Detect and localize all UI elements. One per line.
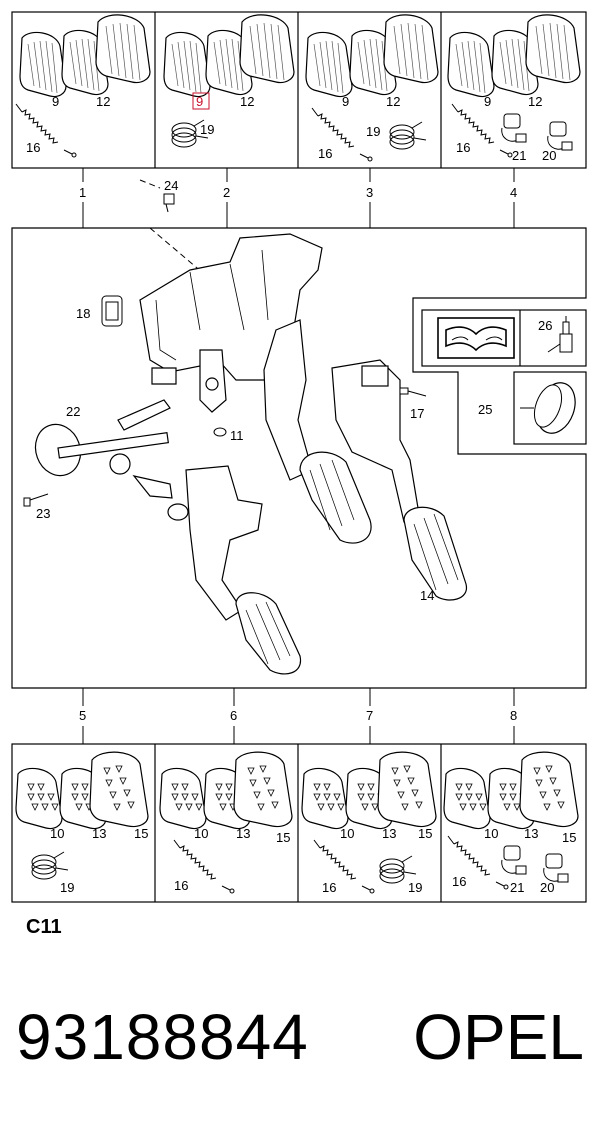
label-12: 12 [528, 94, 542, 109]
callout-4: 4 [510, 185, 517, 200]
label-19: 19 [60, 880, 74, 895]
label-10: 10 [484, 826, 498, 841]
label-9: 9 [342, 94, 349, 109]
top-panel-4: 9 12 16 21 20 [447, 14, 581, 163]
label-25: 25 [478, 402, 492, 417]
label-10: 10 [340, 826, 354, 841]
pivot-shaft [34, 399, 189, 521]
label-9: 9 [52, 94, 59, 109]
label-13: 13 [524, 826, 538, 841]
bottom-panel-5: 10 13 15 19 [15, 751, 149, 895]
top-callouts [82, 168, 515, 228]
callout-7: 7 [366, 708, 373, 723]
top-panel-3: 9 12 16 19 [305, 14, 439, 162]
part-number: 93188844 [16, 1001, 309, 1073]
label-17: 17 [410, 406, 424, 421]
clip-24-icon [163, 193, 175, 213]
brake-pedal-arm [263, 319, 372, 544]
main-frame [11, 227, 587, 689]
grease-tube-icon [547, 316, 573, 353]
aux-boxes [421, 309, 587, 445]
label-19: 19 [366, 124, 380, 139]
label-14: 14 [420, 588, 434, 603]
label-16: 16 [174, 878, 188, 893]
bolt-17-icon [399, 387, 427, 397]
cap-icon [520, 382, 576, 434]
top-panel-2: 9 12 19 [163, 14, 295, 148]
label-19: 19 [200, 122, 214, 137]
label-16: 16 [26, 140, 40, 155]
label-21: 21 [512, 148, 526, 163]
label-19: 19 [408, 880, 422, 895]
label-9: 9 [484, 94, 491, 109]
label-12: 12 [240, 94, 254, 109]
label-10: 10 [50, 826, 64, 841]
label-16: 16 [318, 146, 332, 161]
label-16: 16 [452, 874, 466, 889]
label-18: 18 [76, 306, 90, 321]
diagram-code: C11 [26, 916, 62, 938]
label-15: 15 [134, 826, 148, 841]
label-11: 11 [230, 428, 244, 443]
bottom-panel-8: 10 13 15 16 21 20 [443, 751, 579, 895]
callout-2: 2 [223, 185, 230, 200]
label-13: 13 [382, 826, 396, 841]
label-9-highlighted: 9 [196, 94, 203, 109]
label-15: 15 [276, 830, 290, 845]
clutch-pedal [185, 465, 302, 675]
label-15: 15 [418, 826, 432, 841]
bottom-callouts [82, 688, 515, 744]
callout-6: 6 [230, 708, 237, 723]
label-13: 13 [92, 826, 106, 841]
label-13: 13 [236, 826, 250, 841]
label-26: 26 [538, 318, 552, 333]
clip-11-icon [213, 427, 227, 437]
callout-8: 8 [510, 708, 517, 723]
pedal-assembly-diagram: 9 12 16 9 12 19 9 12 16 19 9 12 16 21 20 [11, 11, 587, 903]
bottom-panel-6: 10 13 15 16 [159, 751, 293, 894]
top-panel-1: 9 12 16 [15, 14, 151, 158]
label-20: 20 [540, 880, 554, 895]
top-panels [11, 11, 587, 169]
highlight-box [192, 92, 210, 110]
brand-name: OPEL [413, 1001, 584, 1073]
label-12: 12 [386, 94, 400, 109]
callout-3: 3 [366, 185, 373, 200]
label-12: 12 [96, 94, 110, 109]
label-23: 23 [36, 506, 50, 521]
label-21: 21 [510, 880, 524, 895]
callout-5: 5 [79, 708, 86, 723]
label-16: 16 [322, 880, 336, 895]
label-15: 15 [562, 830, 576, 845]
label-22: 22 [66, 404, 80, 419]
label-24: 24 [164, 178, 178, 193]
label-20: 20 [542, 148, 556, 163]
accelerator-pedal [331, 359, 467, 601]
bottom-panel-7: 10 13 15 16 19 [301, 751, 437, 895]
bolt-23-icon [23, 493, 49, 507]
manual-icon [437, 317, 515, 359]
callout-1: 1 [79, 185, 86, 200]
clip-18-icon [101, 295, 123, 327]
label-10: 10 [194, 826, 208, 841]
bottom-panels [11, 743, 587, 903]
label-16: 16 [456, 140, 470, 155]
